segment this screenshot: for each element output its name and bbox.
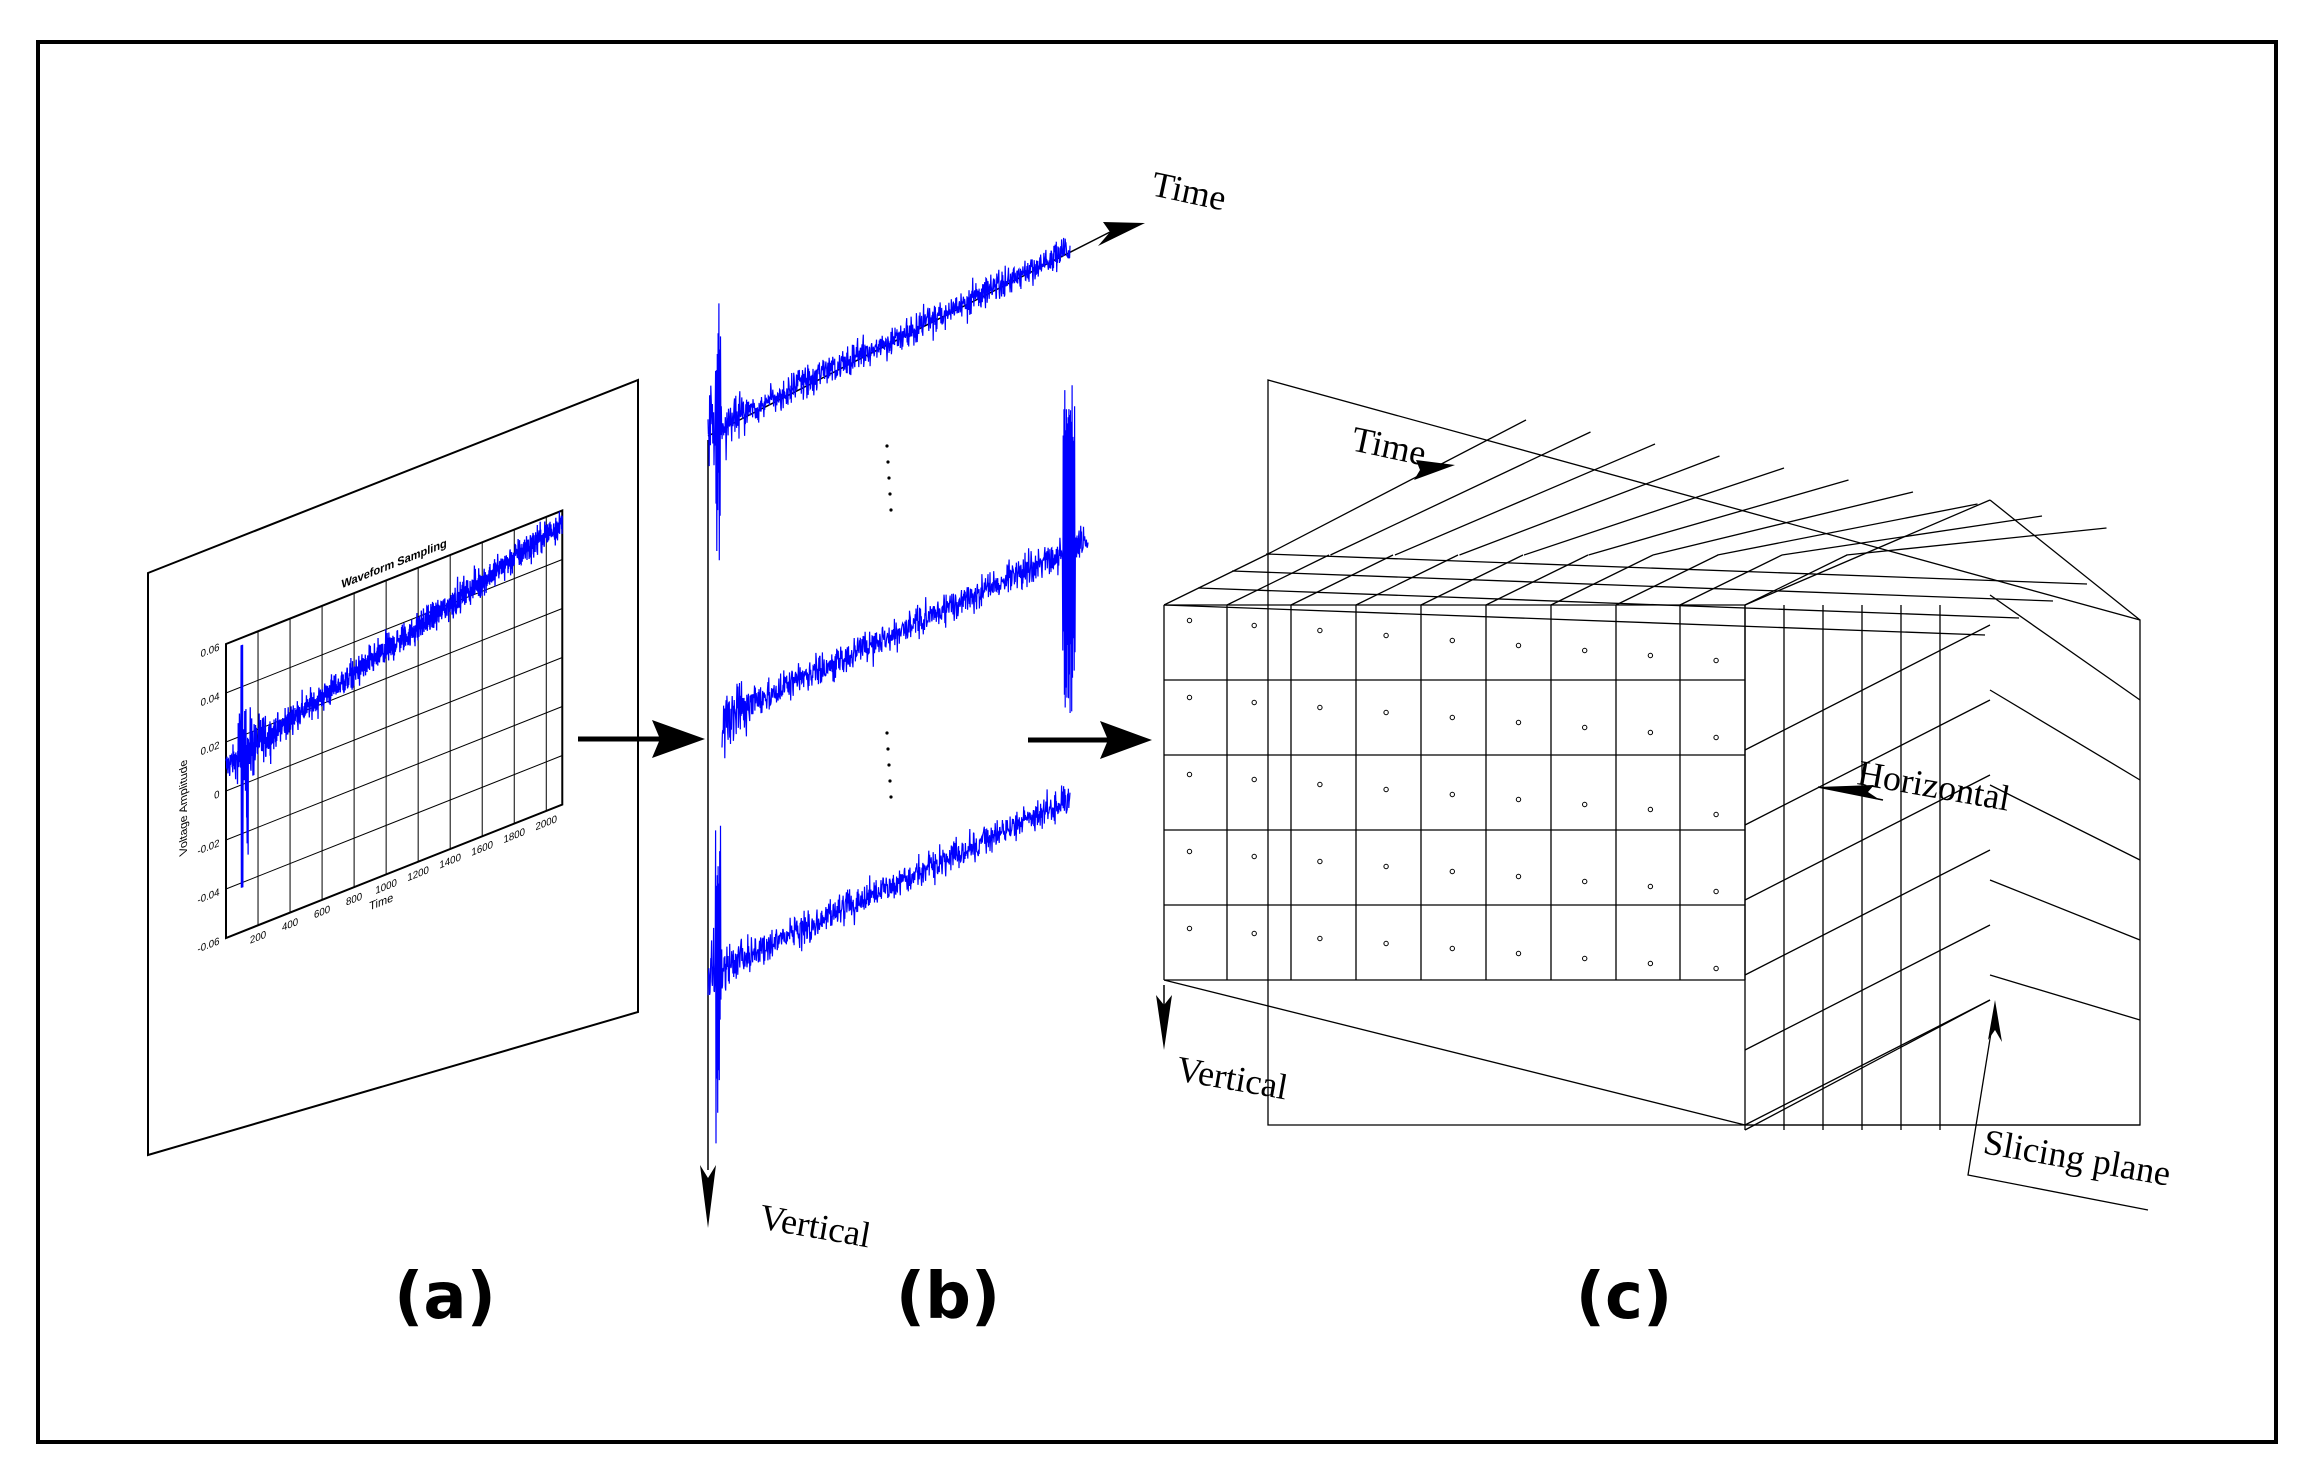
sample-point <box>1713 811 1719 818</box>
sample-point <box>1317 704 1323 711</box>
waveform-plot: 0.060.040.020-0.02-0.04-0.06 20040060080… <box>177 490 562 956</box>
sample-point <box>1251 930 1257 937</box>
sample-point <box>1647 960 1654 967</box>
sample-point <box>1186 848 1193 855</box>
sample-point <box>1317 858 1323 865</box>
sample-point <box>1317 627 1323 634</box>
sample-point <box>1449 945 1456 952</box>
panel-c-label: (c) <box>1576 1260 1672 1334</box>
sample-point <box>1582 647 1588 654</box>
slicing-plane-leader <box>1967 1007 2149 1211</box>
y-axis-label: Voltage Amplitude <box>177 757 190 858</box>
arrow-a-to-b <box>578 720 705 758</box>
sample-point <box>1582 878 1588 885</box>
sample-point <box>1713 734 1719 741</box>
panel-a: 0.060.040.020-0.02-0.04-0.06 20040060080… <box>147 378 639 1334</box>
sample-point <box>1383 940 1389 947</box>
sample-point <box>1186 694 1193 701</box>
sample-point <box>1317 781 1323 788</box>
sample-point <box>1515 796 1522 803</box>
horizontal-pointer <box>1817 786 1884 801</box>
sample-point <box>1251 699 1257 706</box>
sample-point <box>1515 642 1522 649</box>
sample-point <box>1515 719 1522 726</box>
sample-points <box>1186 617 1719 972</box>
vertical-arrowhead <box>1156 995 1172 1050</box>
sample-point <box>1251 622 1257 629</box>
sample-point <box>1251 853 1257 860</box>
time-arrowhead <box>1414 460 1455 480</box>
sample-point <box>1186 617 1193 624</box>
plot-grid <box>226 511 562 938</box>
vertical-arrowhead <box>700 1165 716 1228</box>
sample-point <box>1713 888 1719 895</box>
sample-point <box>1449 637 1456 644</box>
sample-point <box>1647 883 1654 890</box>
sample-point <box>1449 868 1456 875</box>
sample-point <box>1713 657 1719 664</box>
sample-point <box>1647 806 1654 813</box>
slicing-plane-arrowhead <box>1988 1000 2002 1042</box>
sample-point <box>1647 729 1654 736</box>
y-tick-label: 0 <box>214 789 220 802</box>
sample-point <box>1582 724 1588 731</box>
panel-b-label: (b) <box>896 1260 1000 1334</box>
time-arrowhead <box>1098 222 1145 246</box>
ellipsis-lower <box>885 731 893 799</box>
trace-3 <box>707 785 1071 1144</box>
sample-point <box>1647 652 1654 659</box>
sample-point <box>1383 786 1389 793</box>
sample-point <box>1317 935 1323 942</box>
waveform-series <box>226 511 562 894</box>
trace-2 <box>721 385 1089 759</box>
sample-point <box>1251 776 1257 783</box>
sample-point <box>1383 632 1389 639</box>
ellipsis-upper <box>885 444 893 512</box>
sample-point <box>1582 801 1588 808</box>
sample-point <box>1713 965 1719 972</box>
sample-point <box>1515 873 1522 880</box>
data-volume-grid <box>1163 379 2141 1131</box>
sample-point <box>1449 714 1456 721</box>
sample-point <box>1186 771 1193 778</box>
arrow-b-to-c <box>1028 721 1152 759</box>
sample-point <box>1449 791 1456 798</box>
sample-point <box>1186 925 1193 932</box>
sample-point <box>1383 863 1389 870</box>
sample-point <box>1515 950 1522 957</box>
sample-point <box>1582 955 1588 962</box>
panel-a-label: (a) <box>394 1260 496 1334</box>
sample-point <box>1383 709 1389 716</box>
trace-1 <box>707 237 1071 561</box>
